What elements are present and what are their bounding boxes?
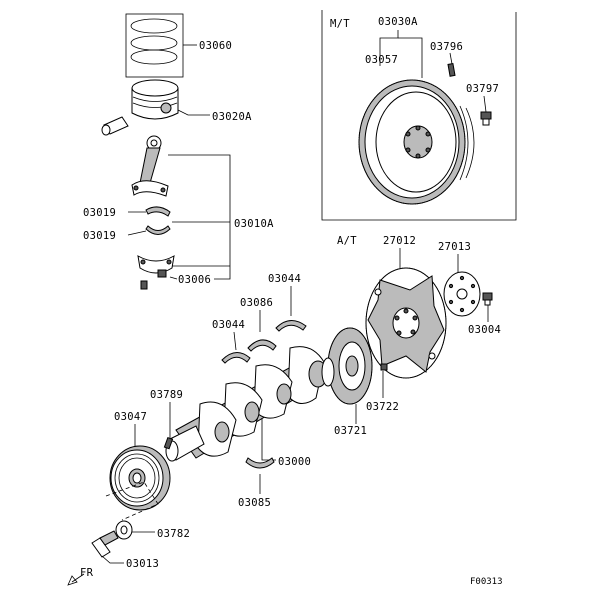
label-03004[interactable]: 03004	[468, 324, 501, 336]
piston-rings-box	[125, 13, 184, 78]
rod-bearing-upper	[145, 206, 171, 217]
label-03722[interactable]: 03722	[366, 401, 399, 413]
front-direction-label: FR	[80, 567, 94, 579]
label-03721[interactable]: 03721	[334, 425, 367, 437]
label-03789[interactable]: 03789	[150, 389, 183, 401]
figure-id: F00313	[470, 577, 503, 587]
rod-bearing-lower	[145, 225, 171, 235]
piston-rings	[130, 18, 178, 65]
label-03010A[interactable]: 03010A	[234, 218, 274, 230]
label-03060[interactable]: 03060	[199, 40, 232, 52]
crankshaft	[165, 346, 335, 462]
damper-pulley	[109, 445, 171, 511]
label-03044-b[interactable]: 03044	[212, 319, 245, 331]
main-bearing-03044-a	[275, 320, 307, 332]
mt-section-label: M/T	[330, 18, 350, 30]
label-03020A[interactable]: 03020A	[212, 111, 252, 123]
rod-nuts	[140, 269, 167, 290]
flywheel	[358, 79, 475, 205]
piston-pin	[101, 116, 129, 136]
dowel-pin-03796	[447, 62, 456, 77]
main-bearing-03044-b	[221, 352, 251, 364]
label-03000[interactable]: 03000	[278, 456, 311, 468]
connecting-rod	[131, 135, 169, 197]
label-03085[interactable]: 03085	[238, 497, 271, 509]
sensor-plate	[327, 327, 373, 405]
lower-bearing-03085	[245, 457, 275, 469]
drive-plate-bolt	[482, 292, 493, 306]
label-03782[interactable]: 03782	[157, 528, 190, 540]
label-03797[interactable]: 03797	[466, 83, 499, 95]
drive-plate	[365, 267, 447, 379]
adapter-plate	[443, 271, 481, 317]
woodruff-key	[163, 436, 174, 450]
flywheel-bolt	[480, 111, 492, 126]
label-03044-a[interactable]: 03044	[268, 273, 301, 285]
rod-cap	[137, 255, 175, 274]
label-03047[interactable]: 03047	[114, 411, 147, 423]
label-03006[interactable]: 03006	[178, 274, 211, 286]
label-03019-b[interactable]: 03019	[83, 230, 116, 242]
label-03796[interactable]: 03796	[430, 41, 463, 53]
front-direction-arrow	[67, 573, 85, 586]
label-03086[interactable]: 03086	[240, 297, 273, 309]
mt-section-frame	[321, 10, 517, 221]
label-03019-a[interactable]: 03019	[83, 207, 116, 219]
at-section-label: A/T	[337, 235, 357, 247]
label-03057[interactable]: 03057	[365, 54, 398, 66]
label-27013[interactable]: 27013	[438, 241, 471, 253]
thrust-bearing-03086	[247, 339, 277, 352]
crank-bolt	[91, 530, 119, 558]
washer	[115, 520, 133, 540]
pin-03722	[380, 363, 388, 371]
label-27012[interactable]: 27012	[383, 235, 416, 247]
piston	[131, 79, 179, 120]
label-03013[interactable]: 03013	[126, 558, 159, 570]
label-03030A[interactable]: 03030A	[378, 16, 418, 28]
